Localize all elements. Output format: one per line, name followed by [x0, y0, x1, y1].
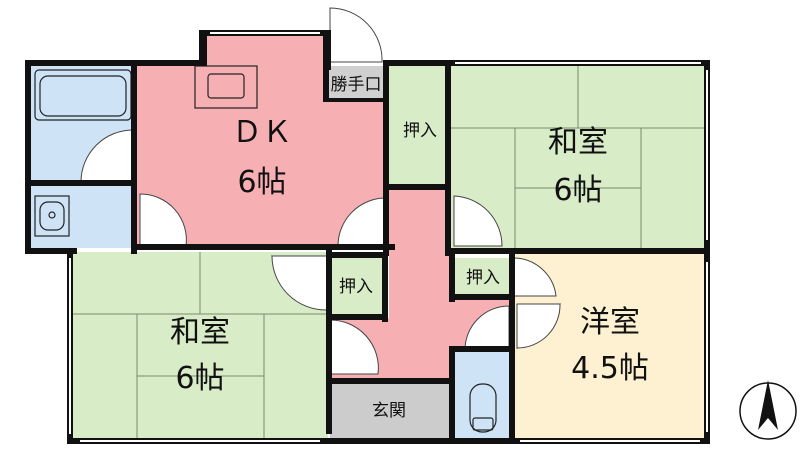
washitsu-upper-name: 和室: [548, 125, 608, 160]
washitsu-lower-door-icon: [329, 319, 379, 375]
katteguchi-area: [323, 66, 389, 100]
yoshitsu-size: 4.5帖: [571, 351, 649, 386]
bathtub-icon: [34, 69, 132, 121]
toilet-area: [455, 352, 511, 438]
genkan-label: 玄関: [372, 401, 406, 421]
genkan-area: [330, 382, 451, 438]
door-swings: [80, 7, 562, 375]
dk-name: ＤＫ: [232, 115, 292, 150]
yoshitsu-name: 洋室: [580, 305, 640, 340]
oshiire-mid-left-label: 押入: [339, 277, 373, 297]
room-labels: ＤＫ 6帖 和室 6帖 和室 6帖 洋室 4.5帖 勝手口 押入 押入 押入 玄…: [170, 75, 649, 421]
oshiire-top-label: 押入: [403, 121, 437, 141]
katteguchi-label: 勝手口: [331, 75, 382, 95]
washitsu-lower-size: 6帖: [175, 361, 224, 396]
washitsu-lower-name: 和室: [170, 315, 230, 350]
washitsu-upper-size: 6帖: [553, 173, 602, 208]
oshiire-mid-right-label: 押入: [466, 268, 500, 288]
walls: [25, 30, 710, 444]
oshiire-top: [389, 66, 451, 190]
oshiire-mid-right: [455, 258, 511, 296]
oshiire-mid-left: [330, 258, 382, 316]
toilet-icon: [469, 383, 497, 433]
fixtures: [34, 65, 497, 433]
dk-size: 6帖: [237, 165, 286, 200]
washitsu-upper-door-icon: [453, 195, 503, 247]
dk-extension: [205, 36, 325, 68]
katteguchi-door-icon: [329, 7, 383, 63]
washbasin-icon: [34, 195, 70, 237]
kitchen-sink-icon: [194, 65, 258, 109]
tatami-lines: [73, 66, 704, 438]
north-arrow-icon: [739, 380, 797, 440]
oshiire-right-door-icon: [512, 257, 557, 297]
